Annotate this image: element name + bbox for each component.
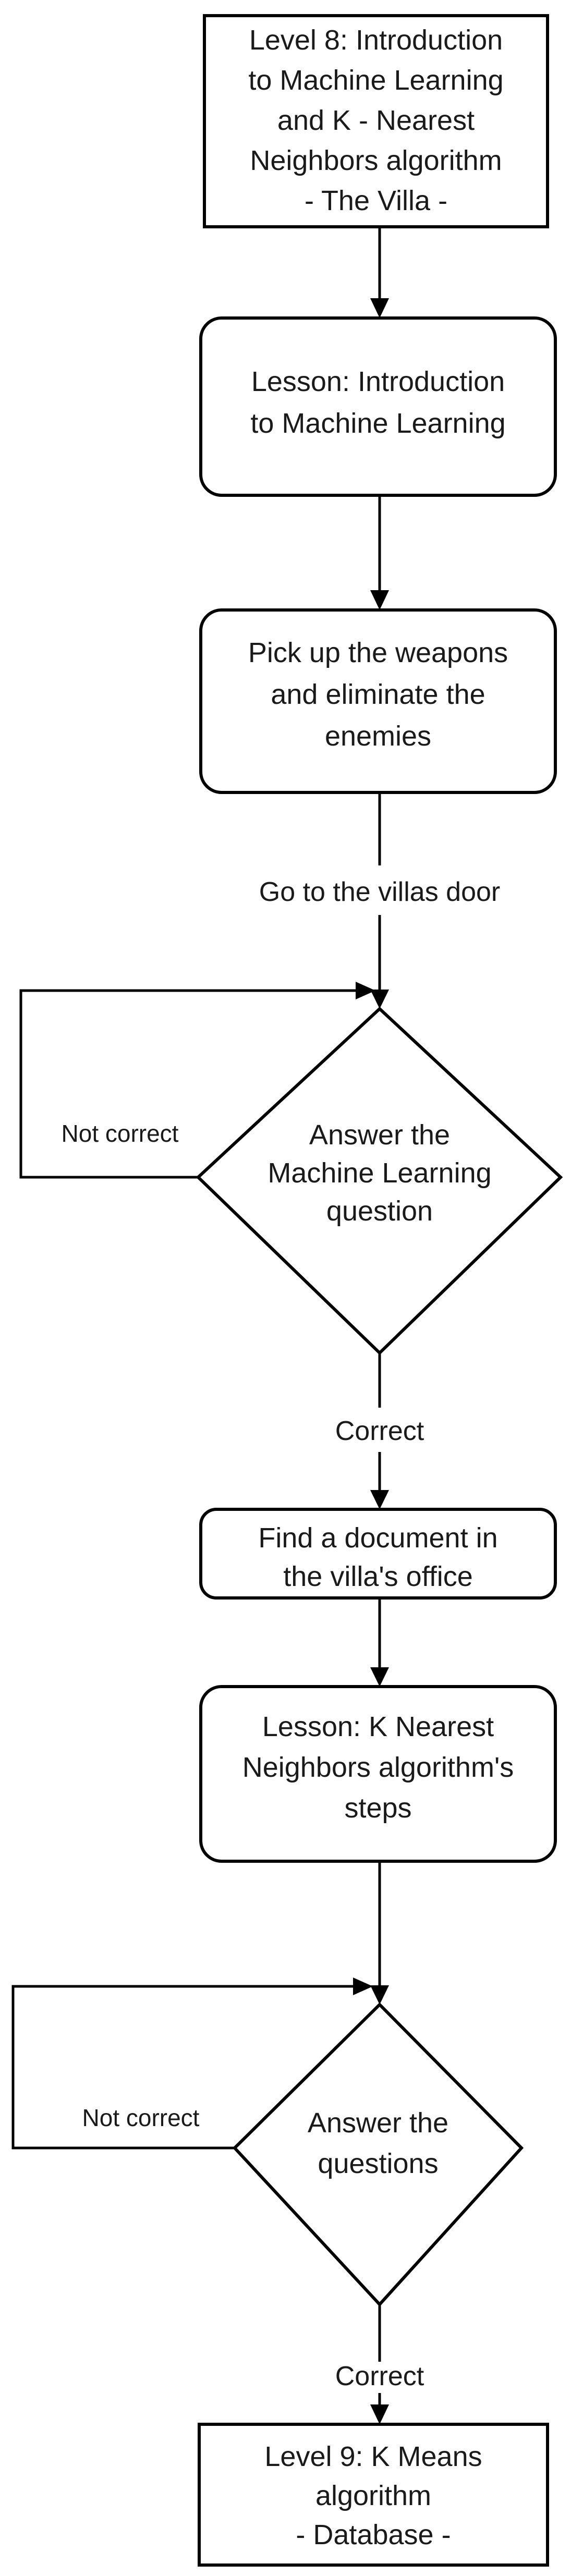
node-level8-line-3: and K - Nearest (277, 105, 475, 136)
node-answer-ml-line-2: Machine Learning (268, 1157, 491, 1189)
node-answer-ml-line-1: Answer the (309, 1119, 450, 1151)
node-find-doc: Find a document in the villa's office (199, 1508, 557, 1600)
edge-level8-to-lesson (370, 227, 389, 318)
node-pickup-line-1: Pick up the weapons (248, 637, 508, 668)
node-pickup: Pick up the weapons and eliminate the en… (199, 608, 557, 794)
node-answer-q: Answer the questions (232, 2002, 524, 2307)
edge-find-doc-to-lesson-knn (370, 1598, 389, 1687)
node-answer-ml-line-3: question (326, 1195, 433, 1227)
node-pickup-line-3: enemies (325, 721, 431, 752)
node-find-doc-line-2: the villa's office (283, 1561, 473, 1592)
edge-answer-q-to-level9 (370, 2304, 389, 2424)
node-lesson-ml: Lesson: Introduction to Machine Learning (199, 316, 557, 497)
node-level8-line-1: Level 8: Introduction (249, 25, 503, 56)
edge-answer-to-find-doc (370, 1353, 389, 1509)
node-lesson-ml-line-2: to Machine Learning (250, 408, 505, 439)
node-answer-q-line-1: Answer the (308, 2107, 448, 2139)
edge-label-go-door: Go to the villas door (259, 877, 500, 907)
node-lesson-knn-line-3: steps (344, 1792, 411, 1824)
node-level8-line-5: - The Villa - (305, 185, 447, 216)
node-level8-line-2: to Machine Learning (248, 65, 503, 96)
edge-lesson-to-pickup (370, 495, 389, 610)
node-lesson-knn-line-2: Neighbors algorithm's (242, 1752, 514, 1783)
edge-label-correct-1: Correct (335, 1416, 424, 1446)
node-lesson-knn: Lesson: K Nearest Neighbors algorithm's … (199, 1685, 557, 1863)
edge-lesson-knn-to-answer-q (370, 1861, 389, 2005)
node-level9: Level 9: K Means algorithm - Database - (198, 2423, 549, 2567)
node-level9-line-1: Level 9: K Means (264, 2441, 482, 2472)
node-lesson-ml-line-1: Lesson: Introduction (251, 366, 505, 397)
edge-label-not-correct-2: Not correct (82, 2104, 200, 2131)
edge-answer-ml-loop (19, 982, 375, 1179)
node-level8: Level 8: Introduction to Machine Learnin… (203, 14, 549, 228)
node-answer-ml: Answer the Machine Learning question (196, 1006, 563, 1356)
edge-label-correct-2: Correct (335, 2361, 424, 2391)
node-level8-line-4: Neighbors algorithm (250, 145, 502, 176)
node-level9-line-2: algorithm (315, 2480, 431, 2511)
node-answer-q-line-2: questions (318, 2148, 438, 2179)
node-level9-line-3: - Database - (296, 2519, 451, 2550)
node-lesson-knn-line-1: Lesson: K Nearest (262, 1711, 494, 1742)
node-find-doc-line-1: Find a document in (258, 1522, 497, 1554)
node-pickup-line-2: and eliminate the (271, 679, 485, 710)
edge-answer-q-loop (11, 1977, 373, 2150)
edge-pickup-to-answer (370, 792, 389, 1009)
edge-label-not-correct-1: Not correct (62, 1120, 179, 1147)
